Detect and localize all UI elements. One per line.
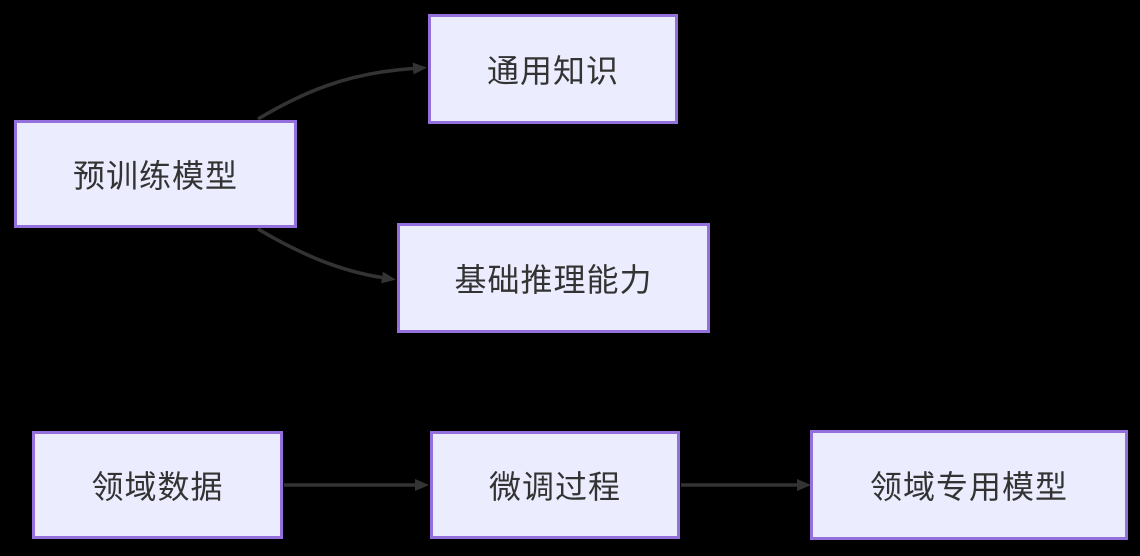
- edge-pretrained-model-to-general-knowledge: [257, 62, 427, 121]
- node-domain-model: 领域专用模型: [810, 430, 1128, 540]
- edge-pretrained-model-to-basic-reasoning: [257, 227, 396, 284]
- node-general-knowledge: 通用知识: [428, 14, 678, 124]
- edge-group: [257, 62, 811, 491]
- node-finetune-process: 微调过程: [430, 431, 680, 539]
- node-domain-data: 领域数据: [32, 431, 283, 539]
- node-basic-reasoning: 基础推理能力: [397, 223, 710, 333]
- node-pretrained-model: 预训练模型: [14, 120, 297, 228]
